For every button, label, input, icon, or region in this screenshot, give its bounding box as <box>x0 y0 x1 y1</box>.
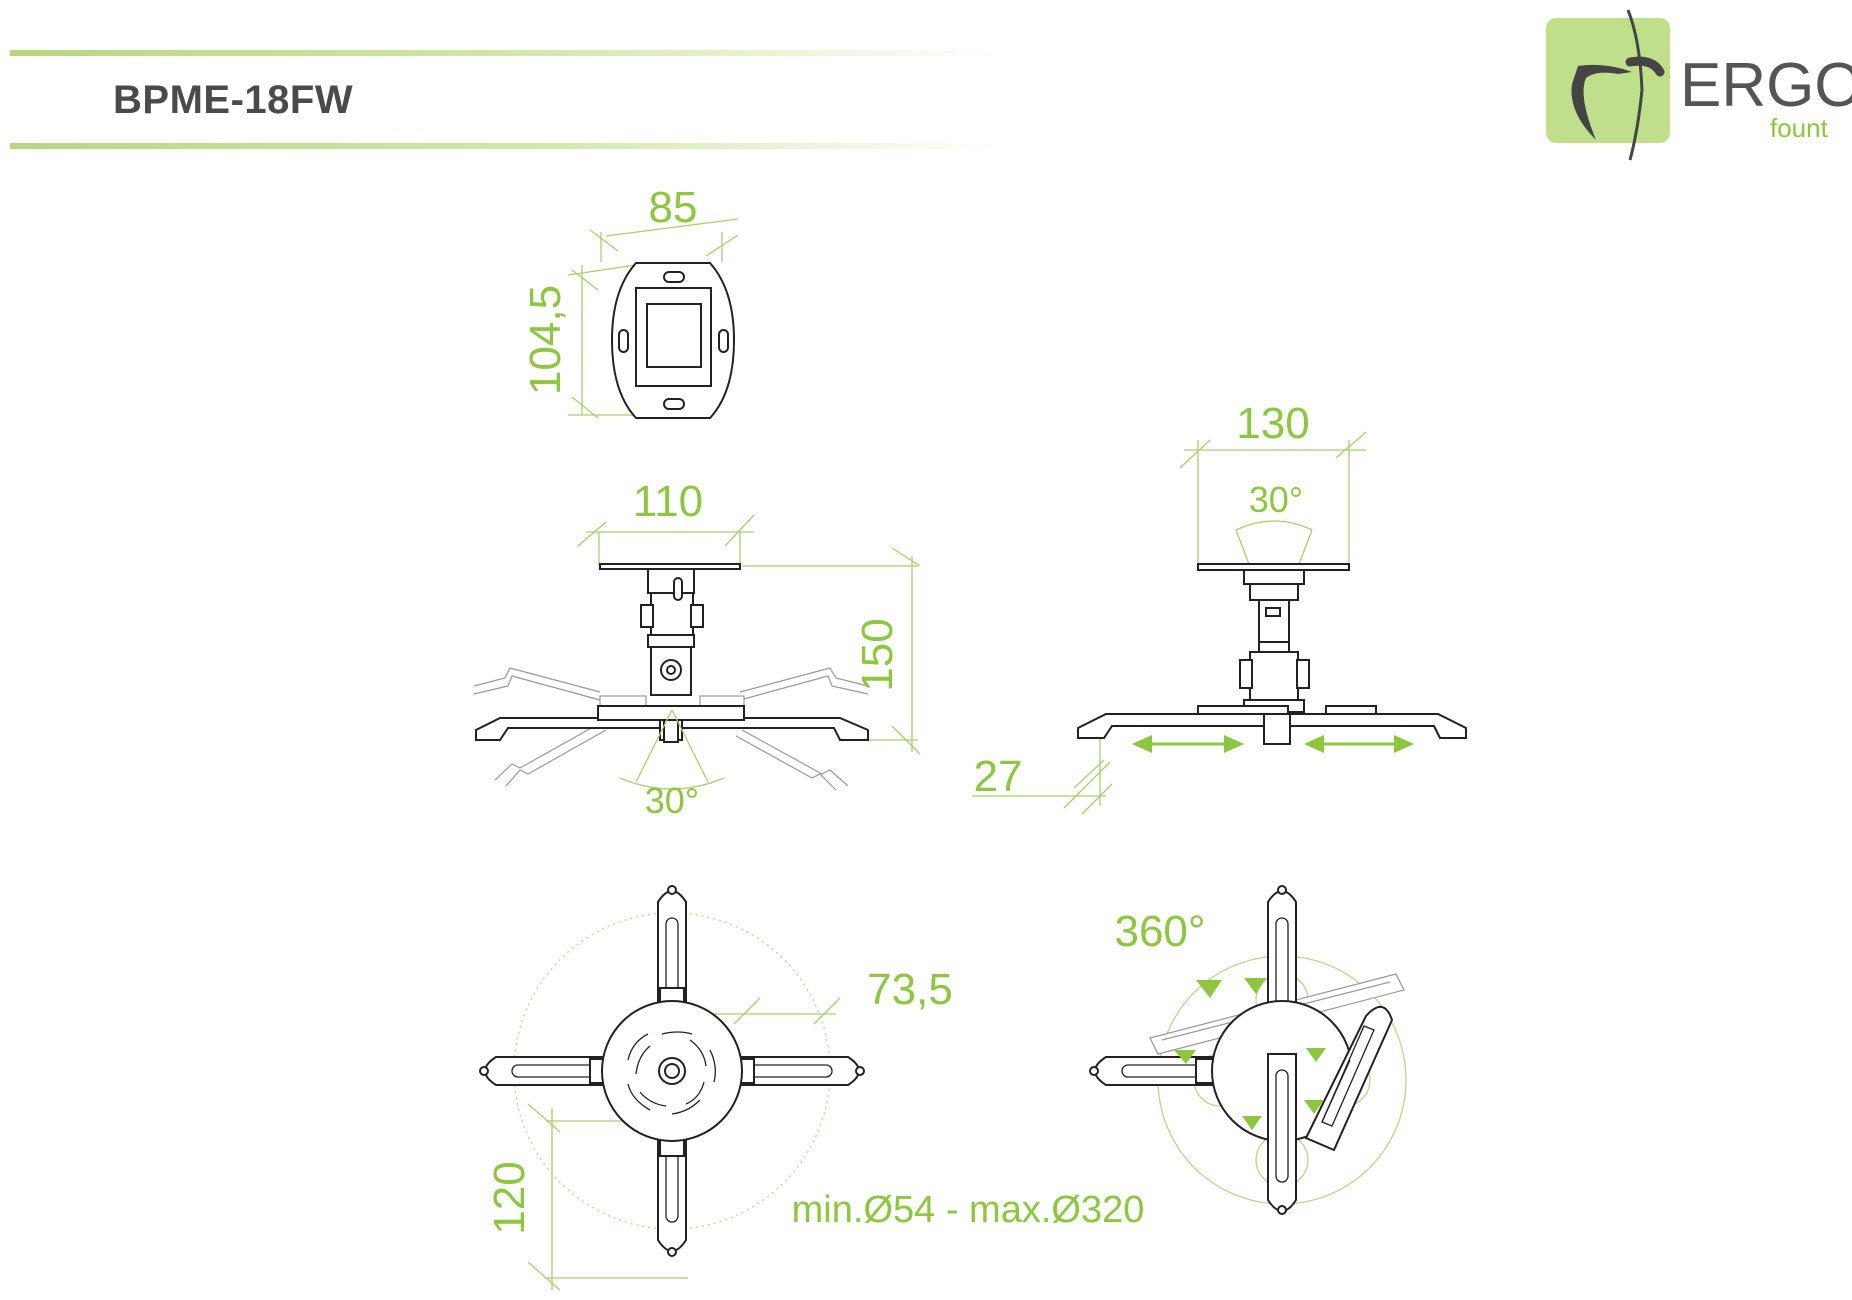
dim-plate-width: 85 <box>649 183 698 232</box>
dim-arm-offset: 27 <box>974 752 1023 801</box>
side-view <box>473 514 921 791</box>
dim-side-height: 150 <box>853 618 902 691</box>
dim-side-top-width: 110 <box>633 477 703 526</box>
header-rule-bottom <box>10 143 1000 149</box>
dim-plate-height: 104,5 <box>521 285 570 395</box>
dim-front-width: 130 <box>1236 399 1309 448</box>
rotation-view <box>1089 885 1407 1215</box>
dim-side-tilt: 30° <box>645 780 699 821</box>
dim-bottom-radius: 73,5 <box>867 965 953 1014</box>
front-view <box>972 431 1467 815</box>
bottom-view <box>479 885 865 1291</box>
dim-diameter-range: min.Ø54 - max.Ø320 <box>792 1189 1145 1231</box>
dim-bottom-arm: 120 <box>485 1161 534 1234</box>
brand-logo-sub: fount <box>1770 113 1829 143</box>
dim-front-tilt: 30° <box>1249 479 1303 520</box>
brand-logo: ERGO fount <box>1546 9 1852 161</box>
ceiling-plate-top-view <box>567 218 739 419</box>
model-title: BPME-18FW <box>113 78 354 122</box>
header-rule-top <box>10 50 1000 56</box>
brand-logo-main: ERGO <box>1680 51 1852 120</box>
dim-rotation: 360° <box>1114 907 1205 956</box>
